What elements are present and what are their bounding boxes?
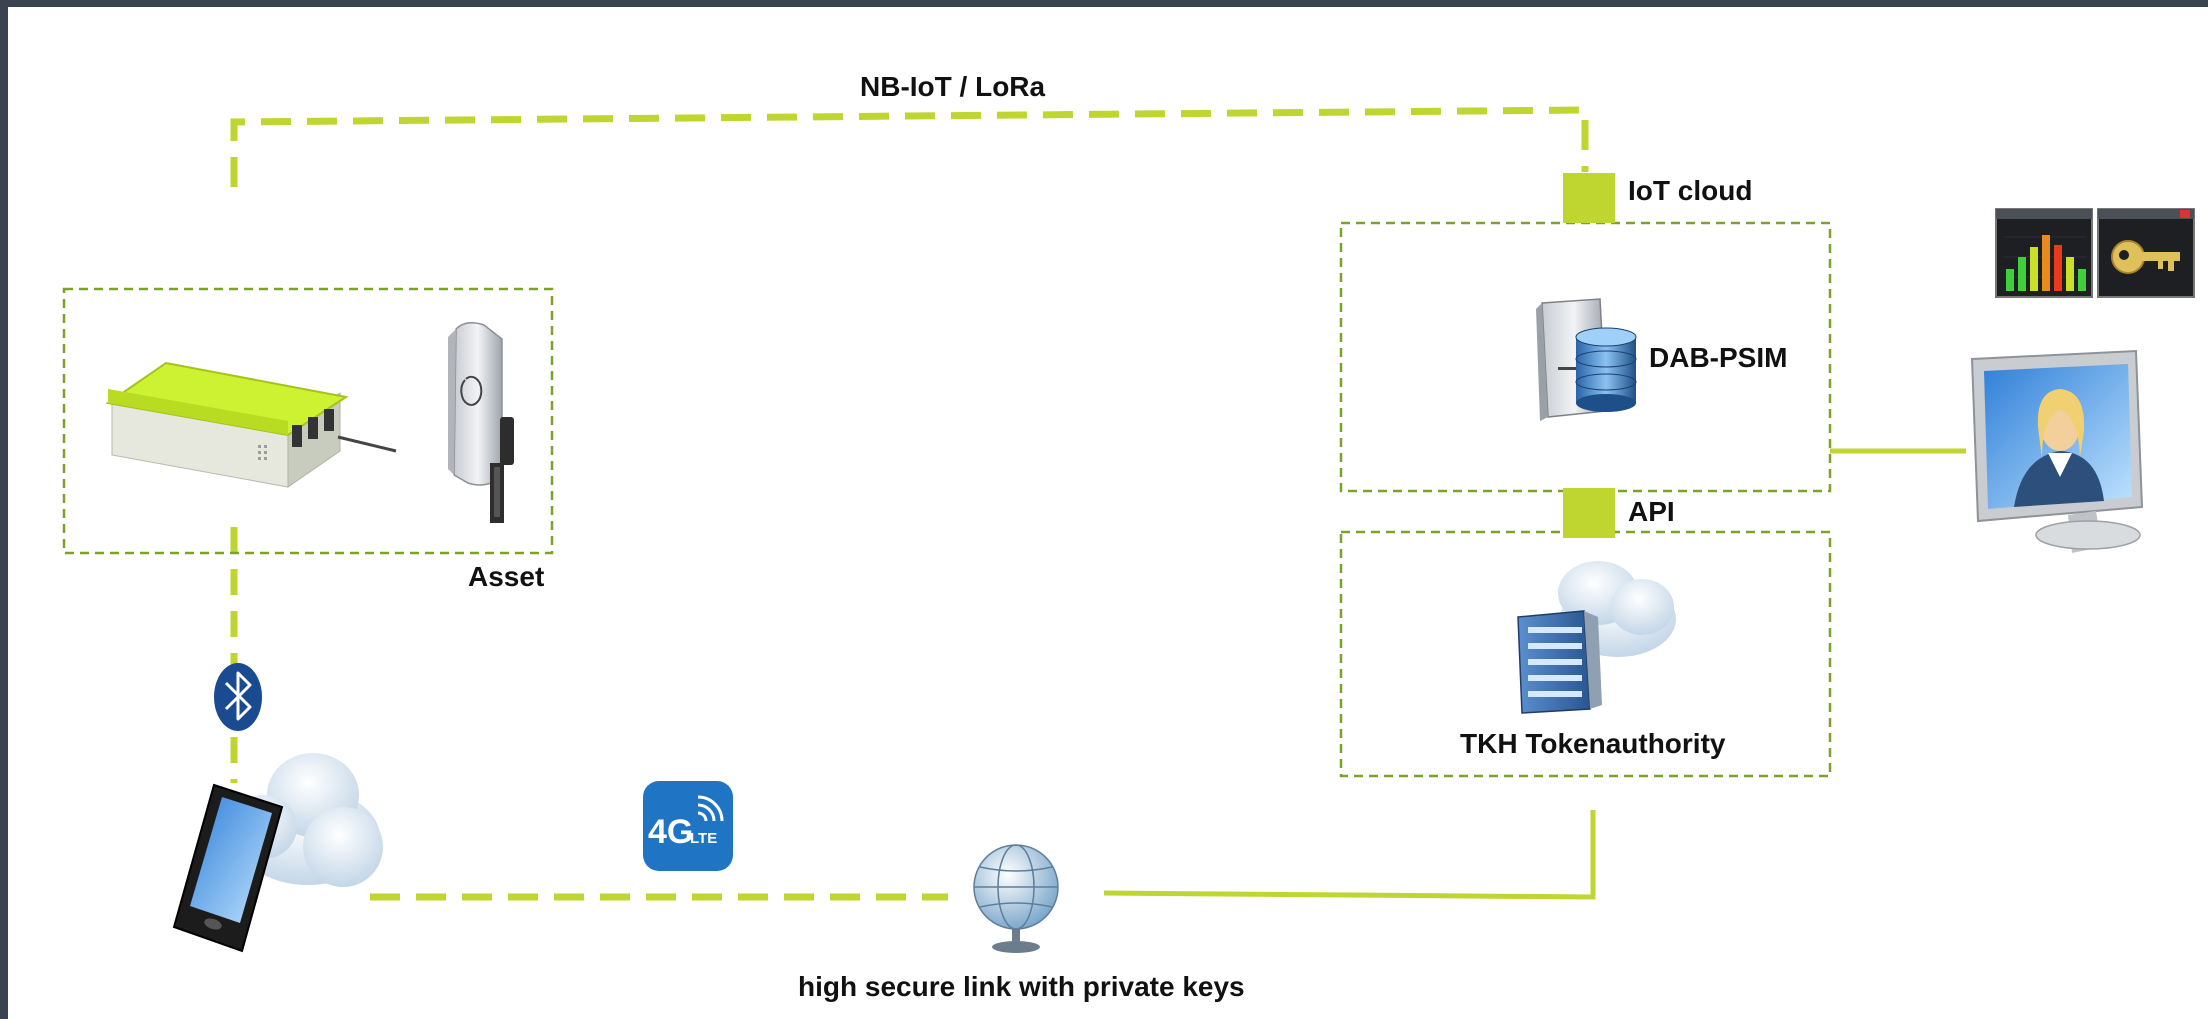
iot-cloud-connector	[1563, 173, 1615, 223]
diagram-slide: 4G LTE	[8, 7, 2208, 1019]
nbiot-lora-link	[230, 106, 1589, 187]
database-server-icon	[1536, 298, 1637, 421]
database-cylinders	[1575, 327, 1637, 412]
iot-cloud-label: IoT cloud	[1628, 175, 1753, 206]
key-window-icon	[2097, 208, 2195, 298]
api-connector	[1563, 488, 1615, 538]
smart-plug-icon	[448, 322, 514, 523]
asset-box	[62, 287, 554, 555]
bluetooth-icon	[214, 663, 262, 731]
iot-device-icon	[105, 361, 397, 488]
architecture-diagram: 4G LTE	[62, 106, 2195, 953]
lte-4g-icon: 4G LTE	[643, 781, 733, 871]
secure-link-line	[1103, 810, 1596, 900]
monitor-user-icon	[1970, 349, 2144, 553]
secure-link-label: high secure link with private keys	[798, 971, 1245, 1002]
tablet-icon	[172, 783, 284, 953]
globe-network-icon	[973, 844, 1059, 953]
asset-label: Asset	[468, 561, 545, 592]
cloud-server-icon	[1517, 561, 1676, 714]
connector-lines	[230, 106, 1966, 901]
lte-4g-label: 4G	[648, 813, 693, 851]
user-figure	[2014, 389, 2104, 507]
nbiot-lora-label: NB-IoT / LoRa	[860, 71, 1046, 102]
lte-sub-label: LTE	[690, 830, 717, 847]
api-label: API	[1628, 496, 1675, 527]
token-authority-label: TKH Tokenauthority	[1460, 728, 1726, 759]
chart-window-icon	[1995, 208, 2093, 298]
server-label: DAB-PSIM	[1649, 342, 1788, 373]
